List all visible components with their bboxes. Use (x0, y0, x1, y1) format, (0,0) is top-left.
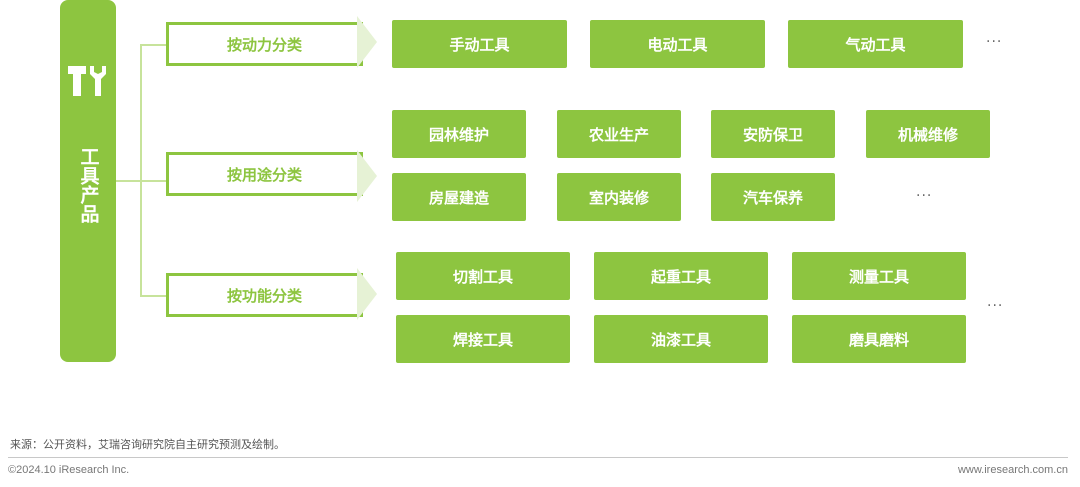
connector-vertical (140, 44, 142, 297)
item-security: 安防保卫 (711, 110, 835, 158)
source-note: 来源：公开资料，艾瑞咨询研究院自主研究预测及绘制。 (10, 439, 285, 451)
website-link[interactable]: www.iresearch.com.cn (957, 464, 1068, 476)
item-electric-tools: 电动工具 (590, 20, 765, 68)
item-interior-decoration: 室内装修 (557, 173, 681, 221)
item-abrasives: 磨具磨料 (792, 315, 966, 363)
copyright: ©2024.10 iResearch Inc. (8, 464, 130, 476)
item-manual-tools: 手动工具 (392, 20, 567, 68)
item-pneumatic-tools: 气动工具 (788, 20, 963, 68)
item-measuring-tools: 测量工具 (792, 252, 966, 300)
item-cutting-tools: 切割工具 (396, 252, 570, 300)
connector-branch-function (140, 295, 166, 297)
root-label: 工具产品 (77, 147, 100, 223)
category-by-power: 按动力分类 (166, 22, 363, 66)
item-machinery-repair: 机械维修 (866, 110, 990, 158)
item-welding-tools: 焊接工具 (396, 315, 570, 363)
item-garden-maintenance: 园林维护 (392, 110, 526, 158)
item-lifting-tools: 起重工具 (594, 252, 768, 300)
footer-divider (8, 457, 1068, 458)
tools-icon (68, 66, 106, 96)
category-label: 按用途分类 (226, 165, 302, 184)
connector-branch-power (140, 44, 166, 46)
chevron-right-icon (357, 150, 377, 202)
more-ellipsis: ··· (987, 298, 1004, 314)
more-ellipsis: ··· (986, 34, 1003, 50)
category-by-usage: 按用途分类 (166, 152, 363, 196)
chevron-right-icon (357, 16, 377, 68)
item-house-construction: 房屋建造 (392, 173, 526, 221)
item-agricultural-production: 农业生产 (557, 110, 681, 158)
chevron-right-icon (357, 268, 377, 320)
more-ellipsis: ··· (916, 188, 933, 204)
category-by-function: 按功能分类 (166, 273, 363, 317)
category-label: 按功能分类 (226, 286, 302, 305)
root-node-tool-products: 工具产品 (60, 0, 116, 362)
item-car-maintenance: 汽车保养 (711, 173, 835, 221)
connector-root-horizontal (116, 180, 141, 182)
connector-branch-usage (140, 180, 166, 182)
item-painting-tools: 油漆工具 (594, 315, 768, 363)
category-label: 按动力分类 (226, 35, 302, 54)
